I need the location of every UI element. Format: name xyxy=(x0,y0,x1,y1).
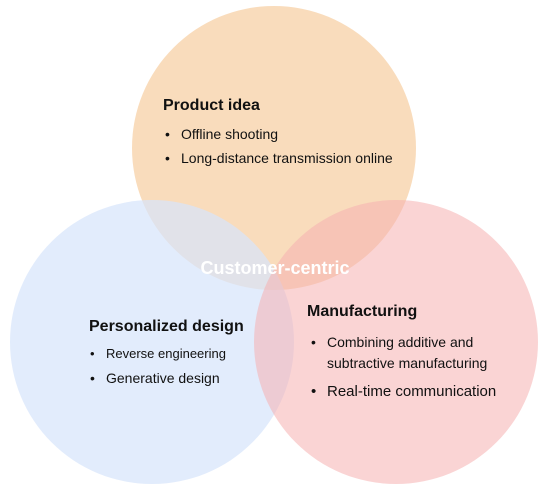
list-item: Combining additive and xyxy=(309,334,496,350)
circle-personalized-design xyxy=(10,200,294,484)
list-item: Long-distance transmission online xyxy=(163,150,393,166)
list-item: Generative design xyxy=(88,370,226,386)
product-idea-list: Offline shooting Long-distance transmiss… xyxy=(163,126,393,166)
list-item-continuation: subtractive manufacturing xyxy=(327,355,488,371)
center-label: Customer-centric xyxy=(200,258,350,278)
manufacturing-list: Combining additive and subtractive manuf… xyxy=(309,334,496,400)
manufacturing-title: Manufacturing xyxy=(307,303,418,320)
personalized-design-list: Reverse engineering Generative design xyxy=(88,346,226,386)
personalized-design-title: Personalized design xyxy=(89,318,244,335)
list-item: Real-time communication xyxy=(309,383,496,400)
list-item: Reverse engineering xyxy=(88,346,226,361)
product-idea-title: Product idea xyxy=(163,97,260,114)
list-item: Offline shooting xyxy=(163,126,393,142)
